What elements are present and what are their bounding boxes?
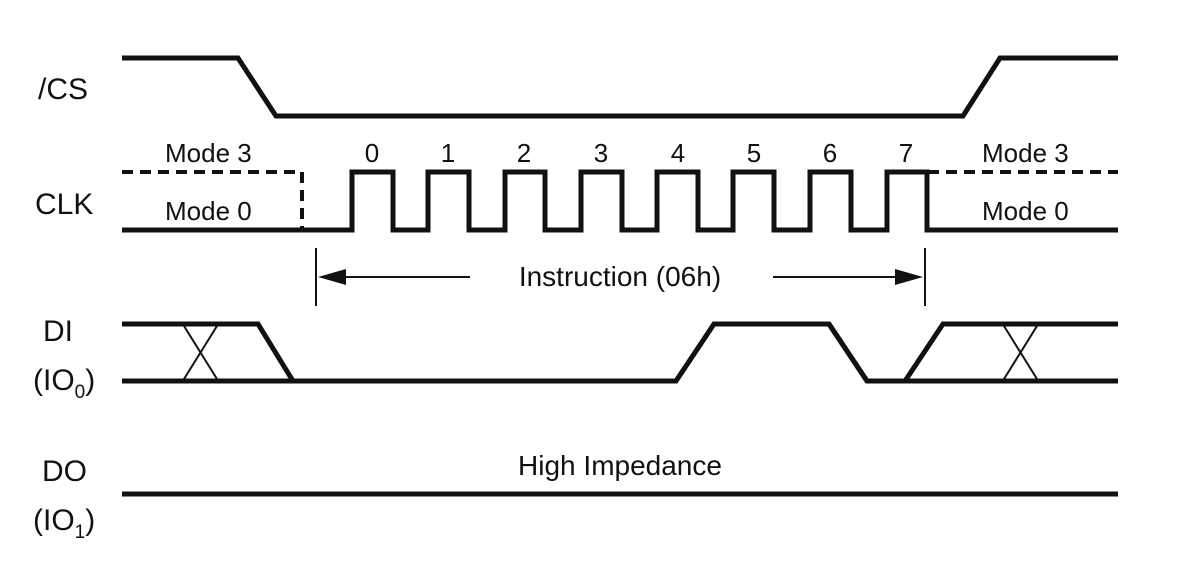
di-waveform-upper-left [122,321,296,383]
clock-number-6: 6 [823,138,837,168]
di-io-label: (IO0) [33,364,95,403]
clock-number-7: 7 [899,138,913,168]
mode-0-right-label: Mode 0 [982,196,1069,226]
do-io-index: 1 [75,522,86,543]
clock-number-2: 2 [517,138,531,168]
do-io-label: (IO1) [33,504,95,543]
mode-3-right-label: Mode 3 [982,138,1069,168]
cs-label: /CS [38,73,88,106]
clock-number-3: 3 [594,138,608,168]
clock-number-0: 0 [365,138,379,168]
di-io-index: 0 [75,382,86,403]
clk-waveform [122,169,1118,233]
do-io-suffix: ) [85,504,95,537]
clk-label: CLK [35,188,93,221]
do-label: DO [42,455,87,488]
di-waveform-mid-dip [826,322,870,383]
instruction-arrow-right-head [895,269,923,285]
di-dont-care-crossing-right [1003,325,1038,380]
instruction-arrow-left-head [318,269,346,285]
di-io-prefix: (IO [33,364,75,397]
instruction-label: Instruction (06h) [519,261,721,292]
di-io-suffix: ) [85,364,95,397]
di-dont-care-crossing-left [183,325,218,380]
clock-number-4: 4 [671,138,685,168]
clock-number-5: 5 [747,138,761,168]
mode-0-left-label: Mode 0 [165,196,252,226]
do-io-prefix: (IO [33,504,75,537]
clk-mode3-left-dashed [122,170,304,228]
high-impedance-label: High Impedance [518,450,722,481]
cs-waveform [122,55,1118,119]
clock-cycle-numbers: 0 1 2 3 4 5 6 7 [365,138,913,168]
clock-number-1: 1 [441,138,455,168]
di-label: DI [43,315,73,348]
mode-3-left-label: Mode 3 [165,138,252,168]
di-waveform-lower-main [122,321,1118,384]
